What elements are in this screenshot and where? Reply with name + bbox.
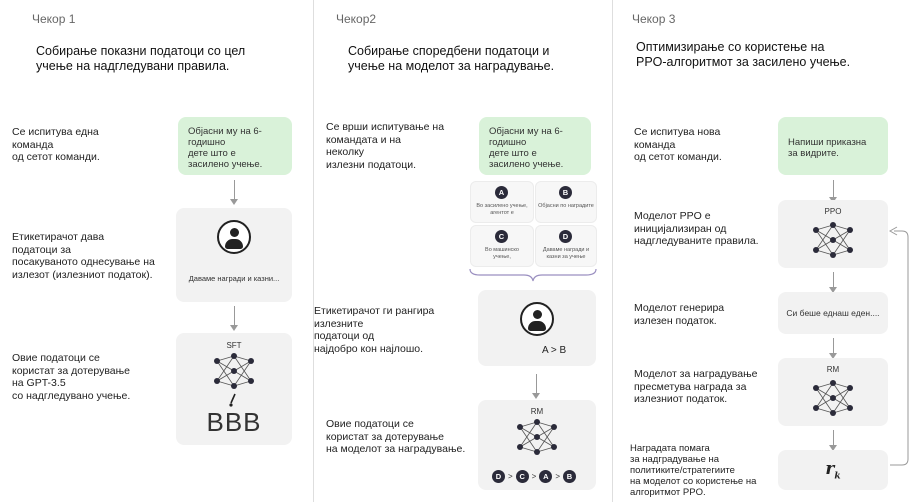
step2-output-b: B Објасни по наградите bbox=[535, 181, 597, 223]
column-separator-2 bbox=[612, 0, 613, 502]
step1-labeler-label: Етикетирачот дава податоци за посакувано… bbox=[12, 231, 155, 281]
output-c-text: Во машинско учење, bbox=[485, 247, 519, 260]
sft-model-label: SFT bbox=[226, 341, 242, 350]
step3-reward-label: Моделот за наградување пресметува наград… bbox=[634, 368, 758, 405]
generated-output-text: Си беше еднаш еден.... bbox=[786, 308, 880, 318]
sft-neural-network-icon bbox=[214, 353, 254, 389]
ranking-result-text: A > B bbox=[542, 345, 567, 356]
step3-prompt-label: Се испитува нова команда од сетот команд… bbox=[634, 126, 722, 163]
ppo-neural-network-icon bbox=[813, 222, 853, 258]
labeler-avatar-icon bbox=[217, 220, 251, 254]
rank-4-badge: B bbox=[563, 470, 577, 483]
step1-heading: Собирање показни податоци со цел учење н… bbox=[36, 44, 246, 73]
reward-r: r bbox=[825, 459, 835, 479]
step3-arrow-1 bbox=[829, 180, 837, 203]
step3-rm-label: RM bbox=[826, 365, 840, 374]
step2-train-label: Овие податоци се користат за дотерување … bbox=[326, 418, 466, 455]
reward-symbol: rk bbox=[778, 459, 888, 481]
output-a-text: Во засилено учење, агентот е bbox=[476, 203, 528, 216]
step3-arrow-2 bbox=[829, 272, 837, 293]
step3-title: Чекор 3 bbox=[632, 12, 676, 26]
step1-finetune-label: Овие податоци се користат за дотерување … bbox=[12, 352, 131, 402]
step2-heading: Собирање споредбени податоци и учење на … bbox=[348, 44, 555, 73]
step1-title: Чекор 1 bbox=[32, 12, 76, 26]
reward-k: k bbox=[834, 471, 841, 482]
step1-arrow-2 bbox=[230, 306, 238, 331]
rank-2-badge: C bbox=[515, 470, 529, 483]
rank-3-badge: A bbox=[539, 470, 553, 483]
step2-ranking-box: A > B bbox=[478, 290, 596, 366]
step2-output-c: C Во машинско учење, bbox=[470, 225, 534, 267]
feedback-loop-arrow bbox=[888, 226, 909, 466]
output-a-badge: A bbox=[495, 186, 508, 199]
step3-prompt-box: Напиши приказна за видрите. bbox=[778, 117, 888, 175]
step2-output-d: D Даваме награди и казни за учење bbox=[535, 225, 597, 267]
step3-generate-label: Моделот генерира излезен податок. bbox=[634, 302, 725, 327]
output-b-text: Објасни по наградите bbox=[538, 203, 594, 209]
step1-labeler-box: Даваме награди и казни... bbox=[176, 208, 292, 302]
step3-init-label: Моделот PPO е иницијализиран од надгледу… bbox=[634, 210, 759, 247]
column-separator-1 bbox=[313, 0, 314, 502]
output-d-badge: D bbox=[559, 230, 572, 243]
step1-labeler-output: Даваме награди и казни... bbox=[188, 274, 280, 283]
step2-title: Чекор2 bbox=[336, 12, 377, 26]
step3-rm-box: RM bbox=[778, 358, 888, 426]
rank-1-badge: D bbox=[492, 470, 505, 483]
step3-arrow-3 bbox=[829, 338, 837, 359]
step3-heading: Оптимизирање со користење на PPO-алгорит… bbox=[636, 40, 851, 69]
step3-reward-box: rk bbox=[778, 450, 888, 490]
ranker-avatar-icon bbox=[520, 302, 554, 336]
step2-prompt-label: Се врши испитување на командата и на нек… bbox=[326, 121, 445, 171]
rm-model-label: RM bbox=[530, 407, 544, 416]
step1-prompt-label: Се испитува една команда од сетот команд… bbox=[12, 126, 100, 163]
step1-arrow-1 bbox=[230, 180, 238, 205]
output-c-badge: C bbox=[495, 230, 508, 243]
ppo-model-label: PPO bbox=[824, 207, 842, 216]
sft-output-text: BBB bbox=[206, 407, 262, 437]
step3-rm-neural-network-icon bbox=[813, 380, 853, 416]
step2-ranking-label: Етикетирачот ги рангира излезните подато… bbox=[314, 305, 435, 355]
rm-neural-network-icon bbox=[517, 419, 557, 455]
step3-generated-box: Си беше еднаш еден.... bbox=[778, 292, 888, 334]
step2-prompt-box: Објасни му на 6- годишно дете што е заси… bbox=[479, 117, 591, 175]
step3-update-label: Наградата помага за надградување на поли… bbox=[630, 443, 757, 498]
step1-sft-box: SFT BBB bbox=[176, 333, 292, 445]
step2-arrow bbox=[532, 374, 540, 399]
rm-rank-order: D> C> A> B bbox=[492, 470, 577, 483]
step3-arrow-4 bbox=[829, 430, 837, 451]
step1-prompt-box: Објасни му на 6- годишно дете што е заси… bbox=[178, 117, 292, 175]
outputs-bracket bbox=[469, 268, 597, 282]
pen-icon bbox=[229, 393, 236, 407]
output-b-badge: B bbox=[559, 186, 572, 199]
step3-ppo-box: PPO bbox=[778, 200, 888, 268]
step2-rm-box: RM D> C> A> B bbox=[478, 400, 596, 490]
step2-output-a: A Во засилено учење, агентот е bbox=[470, 181, 534, 223]
output-d-text: Даваме награди и казни за учење bbox=[542, 247, 590, 260]
